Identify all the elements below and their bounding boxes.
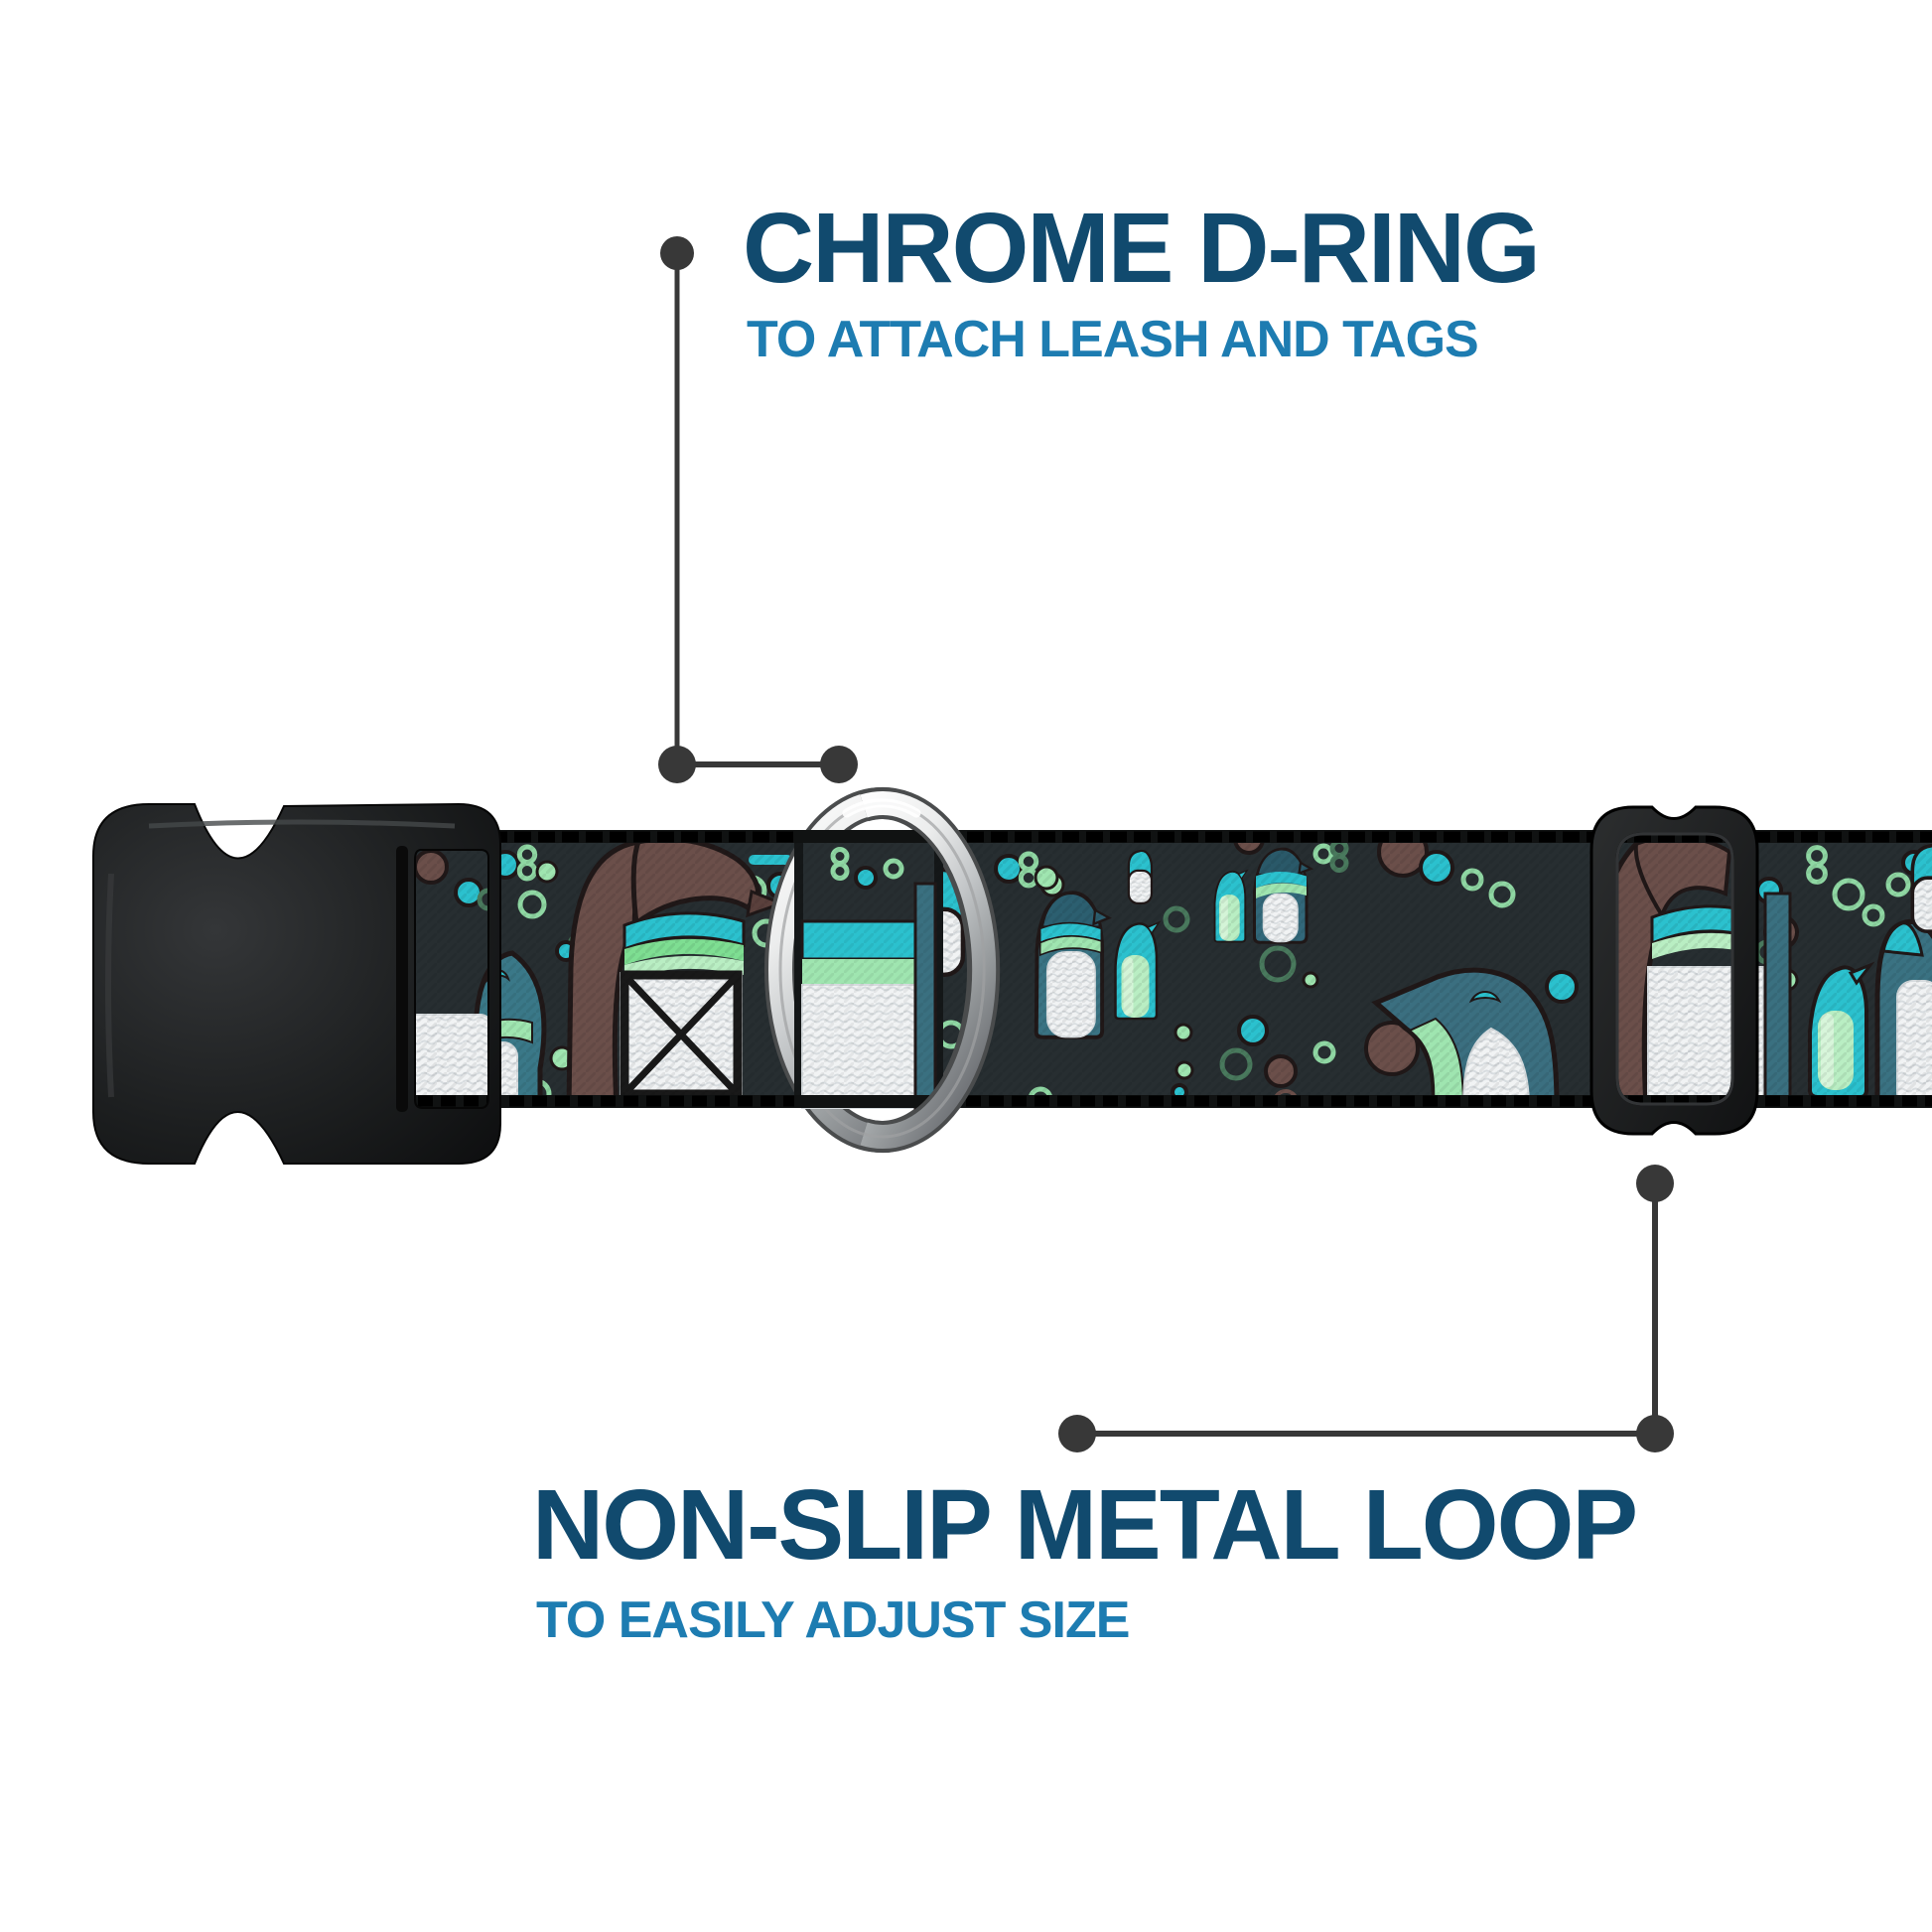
collar-strap (395, 830, 1932, 1108)
leader-line-loop (1058, 1165, 1674, 1452)
slider-inner-edge (1615, 832, 1734, 1106)
loop-callout-title: NON-SLIP METAL LOOP (532, 1469, 1638, 1581)
leader-dot (1636, 1415, 1674, 1452)
buckle (92, 802, 501, 1165)
webbing-fold (794, 830, 943, 1110)
leader-dot (658, 746, 696, 783)
leader-dot (820, 746, 858, 783)
chrome-d-ring-front (842, 787, 1001, 1153)
loop-callout-subtitle: TO EASILY ADJUST SIZE (536, 1591, 1130, 1649)
buckle-highlight (148, 819, 456, 829)
leader-dot (1058, 1415, 1096, 1452)
metal-loop-slider (1589, 805, 1759, 1136)
dring-callout-title: CHROME D-RING (743, 193, 1541, 304)
dring-callout-subtitle: TO ATTACH LEASH AND TAGS (747, 311, 1479, 368)
leader-line-dring (658, 236, 858, 783)
